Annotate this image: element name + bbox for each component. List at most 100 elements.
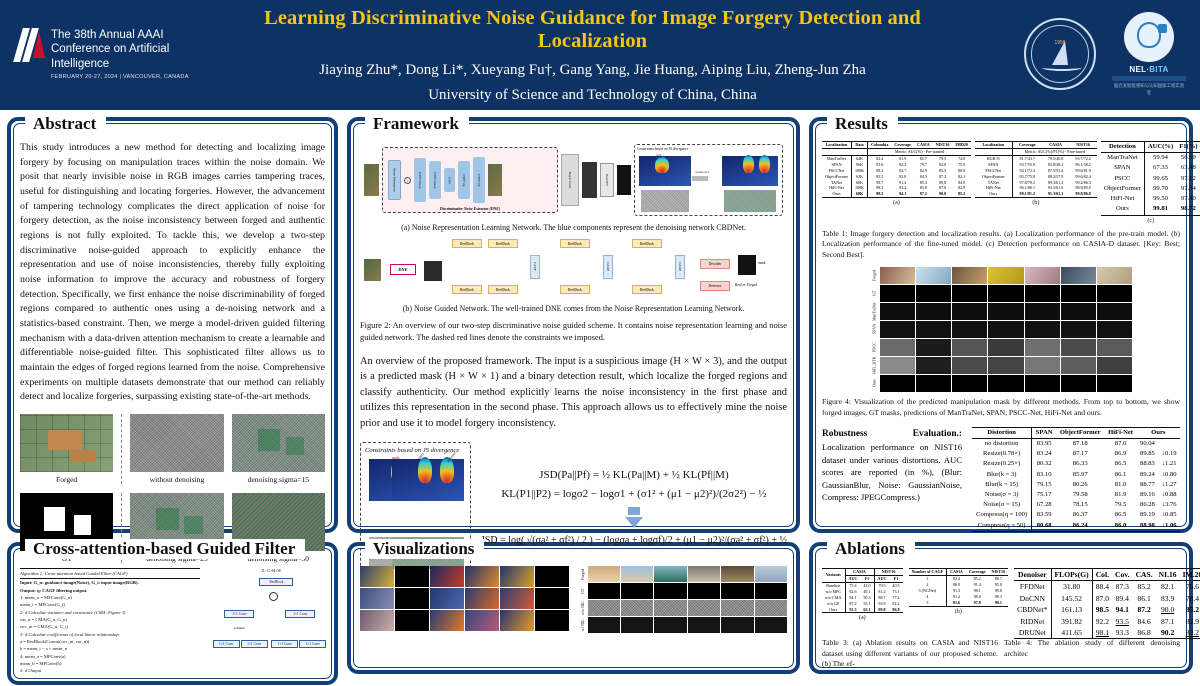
node-resblock: ResBlock — [632, 285, 662, 294]
block-rescnn: ResCNN — [600, 163, 614, 197]
row-label: Compress(q = 50) — [977, 521, 1026, 529]
cell-value: 99.8 — [994, 587, 1002, 593]
cell-value: 75.6 — [1185, 582, 1200, 592]
node-conv: 1×1 Conv — [240, 640, 268, 648]
conference-line1: The 38th Annual AAAI — [51, 29, 164, 41]
node-conv: 1×1 Conv — [212, 640, 240, 648]
cell-value: ↓0.88 — [1161, 490, 1177, 498]
cell-value: 88.7 — [873, 594, 890, 601]
cell-value: 79.5 — [873, 582, 890, 589]
cell-value: 94.1/72.3 — [1011, 167, 1042, 174]
cell-value: 100K — [850, 185, 868, 192]
cell-value: 82.9 — [1185, 616, 1200, 626]
cell-value: 100K — [850, 167, 868, 174]
cell-value: 82.4 — [946, 575, 966, 582]
cell-value: ↓1.21 — [1161, 460, 1177, 468]
figure-label-forged: Forged — [55, 474, 78, 484]
col-subheader: F1 — [893, 575, 899, 581]
section-title-ablations: Ablations — [827, 539, 915, 559]
col-header: CASIA — [946, 568, 966, 576]
cell-value: 92.8 — [899, 173, 907, 179]
cell-value: 86.1 — [1114, 470, 1127, 478]
cell-value: 87.5/55.4 — [1047, 167, 1064, 173]
col-header: Col. — [1091, 568, 1112, 581]
row-label: ObjectFormer — [825, 173, 848, 179]
institution-logos: 1958 NEL·BITA 脑启发智能感知与认知国家工程实验室 — [1024, 12, 1186, 96]
row-label: DRUNet — [1018, 627, 1046, 637]
cell-value: 62K — [850, 173, 868, 180]
cell-value: 95.5 — [867, 173, 892, 180]
col-header: ObjectFormer — [1059, 428, 1101, 436]
conference-dates: FEBRUARY 20-27, 2024 | VANCOUVER, CANADA — [51, 73, 189, 80]
col-header: Localization — [982, 142, 1005, 147]
col-header: HiFi-Net — [1108, 428, 1133, 436]
cell-value: 98.7 — [867, 179, 892, 186]
table3-caption: Table 3: (a) Ablation results on CASIA a… — [822, 638, 998, 669]
algorithm-line: 3: # Calculate coefficients of local lin… — [20, 631, 119, 637]
cell-value: 98.3 — [994, 593, 1002, 599]
section-title-cagf: Cross-attention-based Guided Filter — [25, 539, 306, 559]
col-header: Cov. — [1115, 570, 1130, 579]
diagram-tag: softmax — [233, 626, 245, 630]
col-header: Localization — [825, 142, 848, 147]
page-title: Learning Discriminative Noise Guidance f… — [264, 6, 921, 52]
cell-value: 93.5/61.6 — [1047, 185, 1064, 191]
cell-value: 90.04 — [1140, 439, 1155, 447]
cell-value: 99.2/86.3 — [1075, 179, 1091, 185]
panel-cagf: Cross-attention-based Guided Filter Algo… — [6, 539, 339, 686]
cell-value: 81.7 — [919, 155, 927, 161]
row-label: no distortion — [984, 439, 1019, 447]
cell-value: 73.1 — [892, 588, 900, 594]
row-label-gt: GT — [579, 588, 585, 594]
cell-value: 31.80 — [1050, 580, 1093, 593]
nelbita-logo: NEL·BITA 脑启发智能感知与认知国家工程实验室 — [1112, 12, 1186, 96]
row-label-mantranet: ManTraNet — [871, 302, 877, 322]
abstract-figure-row-1: Forged without denoising denoising sigma… — [20, 413, 325, 484]
cell-value: 87.17 — [1072, 450, 1088, 458]
cell-value: 62.1 — [863, 606, 871, 612]
cell-value: 60K — [850, 191, 868, 198]
cell-value: 87.0 — [938, 185, 947, 191]
figure-label-without-denoising: without denoising — [149, 474, 205, 484]
cell-value: 93.6 — [867, 161, 892, 168]
cell-value: 88.77 — [1140, 480, 1155, 488]
cell-value — [1158, 438, 1180, 449]
table1a: Localization Data Columbia Coverage CASI… — [822, 141, 971, 206]
cell-value: 98.9/85.0 — [1075, 185, 1091, 191]
cell-value: 94.1 — [1115, 605, 1129, 615]
cell-value: 85.2 — [1185, 605, 1200, 615]
visualization-grid-left — [360, 566, 569, 633]
cell-value: 98.5 — [867, 191, 892, 198]
cell-value: 67.33 — [1143, 163, 1177, 174]
cell-value: 82.4 — [867, 155, 892, 162]
label-real-or-forged: Real or Forged — [735, 283, 758, 287]
cell-value: 87.0 — [1091, 592, 1112, 605]
cell-value: 99.50 — [1143, 194, 1177, 205]
section-title-abstract: Abstract — [25, 114, 107, 134]
cell-value: 80.32 — [1031, 459, 1056, 470]
cell-value: 98.0 — [973, 593, 981, 599]
node-resblock: ResBlock — [488, 239, 518, 248]
dne-label: Discriminative Noise Extractor (DNE) — [439, 207, 501, 211]
col-header: Number of CAGF — [911, 569, 944, 574]
cell-value: 86.5 — [1114, 460, 1127, 468]
row-label: CBDNet* — [1017, 605, 1048, 615]
row-label: Ours — [829, 606, 838, 612]
cell-value: 80.68 — [1031, 520, 1056, 532]
row-label: w/o MFC — [825, 588, 842, 594]
node-conv: 1×1 Conv — [271, 640, 299, 648]
cell-value: 83.10 — [1031, 469, 1056, 480]
cell-value: 80.6 — [958, 167, 966, 173]
row-label: HiFi-Net — [1110, 195, 1135, 203]
cell-value: 99.65 — [1143, 173, 1177, 184]
cell-value: 94.1 — [899, 191, 907, 197]
cell-value: 86.8 — [892, 606, 900, 612]
cell-value: 84.1 — [844, 594, 861, 601]
